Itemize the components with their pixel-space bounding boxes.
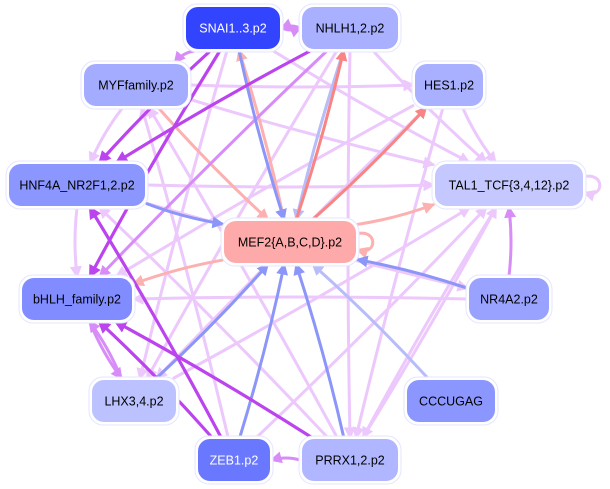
edge-mef2-to-snai [236,48,286,221]
edge-mef2-to-hes1 [311,106,428,221]
edge-zeb1-to-tal1 [255,206,488,439]
edge-nr4a2-to-mef2 [355,255,469,290]
edge-tal1-to-tal1 [581,174,602,202]
node-box[interactable] [415,64,483,106]
node-zeb1[interactable]: ZEB1.p2 [194,435,274,485]
edge-myf-to-tal1 [188,97,436,169]
edge-zeb1-to-mef2 [238,262,288,439]
edge-lhx-to-tal1 [172,206,472,380]
edge-nhlh-to-hnf4a [114,49,312,164]
edge-zeb1-to-myf [138,105,230,439]
node-hes1[interactable]: HES1.p2 [411,60,487,110]
edge-nr4a2-to-bhlh [131,292,469,305]
node-box[interactable] [9,164,145,206]
edge-tal1-to-prrx [361,206,498,440]
edge-nhlh-to-snai [279,18,302,30]
node-box[interactable] [469,278,549,320]
edge-mef2-to-tal1 [356,202,436,226]
node-box[interactable] [224,221,356,263]
edge-prrx-to-mef2 [293,262,346,439]
edge-mef2-to-mef2 [354,231,375,259]
edge-snai-to-bhlh [88,49,222,279]
edge-snai-to-myf [173,49,196,64]
node-box[interactable] [435,164,583,206]
node-box[interactable] [186,7,280,49]
edge-nhlh-to-mef2 [292,49,346,222]
edge-nhlh-to-lhx [145,49,339,381]
node-box[interactable] [407,380,495,422]
node-bhlh[interactable]: bHLH_family.p2 [18,274,136,324]
edge-mef2-to-nhlh [294,48,348,221]
edge-lhx-to-bhlh [88,320,123,380]
edge-snai-to-mef2 [237,49,287,222]
node-label: SNAI1..3.p2 [199,22,266,36]
node-label: PRRX1,2.p2 [315,454,385,468]
edge-prrx-to-myf [147,105,339,439]
node-label: LHX3,4.p2 [104,395,163,409]
node-box[interactable] [92,380,176,422]
edge-mef2-to-bhlh [131,258,224,287]
node-snai[interactable]: SNAI1..3.p2 [182,3,284,53]
edge-zeb1-to-hnf4a [88,205,223,439]
node-label: NR4A2.p2 [480,293,538,307]
edge-myf-to-hnf4a [88,106,124,165]
node-box[interactable] [198,439,270,481]
edge-myf-to-mef2 [157,106,270,221]
edge-nr4a2-to-tal1 [504,205,517,278]
node-box[interactable] [302,439,398,481]
node-label: bHLH_family.p2 [33,293,121,307]
edge-lhx-to-mef2 [155,263,270,380]
edge-hes1-to-prrx [352,106,445,440]
edge-hes1-to-bhlh [114,104,415,278]
node-label: HES1.p2 [424,79,474,93]
edge-hnf4a-to-bhlh [69,206,82,279]
node-tal1[interactable]: TAL1_TCF{3,4,12}.p2 [431,160,587,210]
node-lhx[interactable]: LHX3,4.p2 [88,376,180,426]
node-label: ZEB1.p2 [210,454,259,468]
edge-nhlh-to-bhlh [98,49,329,278]
edge-prrx-to-zeb1 [269,451,302,464]
node-label: CCCUGAG [419,395,483,409]
node-box[interactable] [302,7,398,49]
edge-snai-to-tal1 [271,49,471,164]
edge-hnf4a-to-tal1 [145,179,436,192]
edge-hes1-to-tal1 [461,106,497,164]
edge-cccugag-to-mef2 [311,263,430,380]
node-box[interactable] [22,278,132,320]
node-myf[interactable]: MYFfamily.p2 [80,60,192,110]
node-nr4a2[interactable]: NR4A2.p2 [465,274,553,324]
node-label: HNF4A_NR2F1,2.p2 [19,179,134,193]
node-cccugag[interactable]: CCCUGAG [403,376,499,426]
node-label: MYFfamily.p2 [98,79,174,93]
node-nhlh[interactable]: NHLH1,2.p2 [298,3,402,53]
node-hnf4a[interactable]: HNF4A_NR2F1,2.p2 [5,160,149,210]
node-label: TAL1_TCF{3,4,12}.p2 [449,179,570,193]
edge-prrx-to-bhlh [113,320,313,439]
node-box[interactable] [84,64,188,106]
edge-hnf4a-to-mef2 [145,202,225,229]
node-label: NHLH1,2.p2 [316,22,385,36]
edge-prrx-to-tal1 [361,205,498,439]
node-label: MEF2{A,B,C,D}.p2 [238,236,342,250]
node-prrx[interactable]: PRRX1,2.p2 [298,435,402,485]
node-mef2[interactable]: MEF2{A,B,C,D}.p2 [220,217,360,267]
edge-myf-to-hes1 [188,79,416,92]
